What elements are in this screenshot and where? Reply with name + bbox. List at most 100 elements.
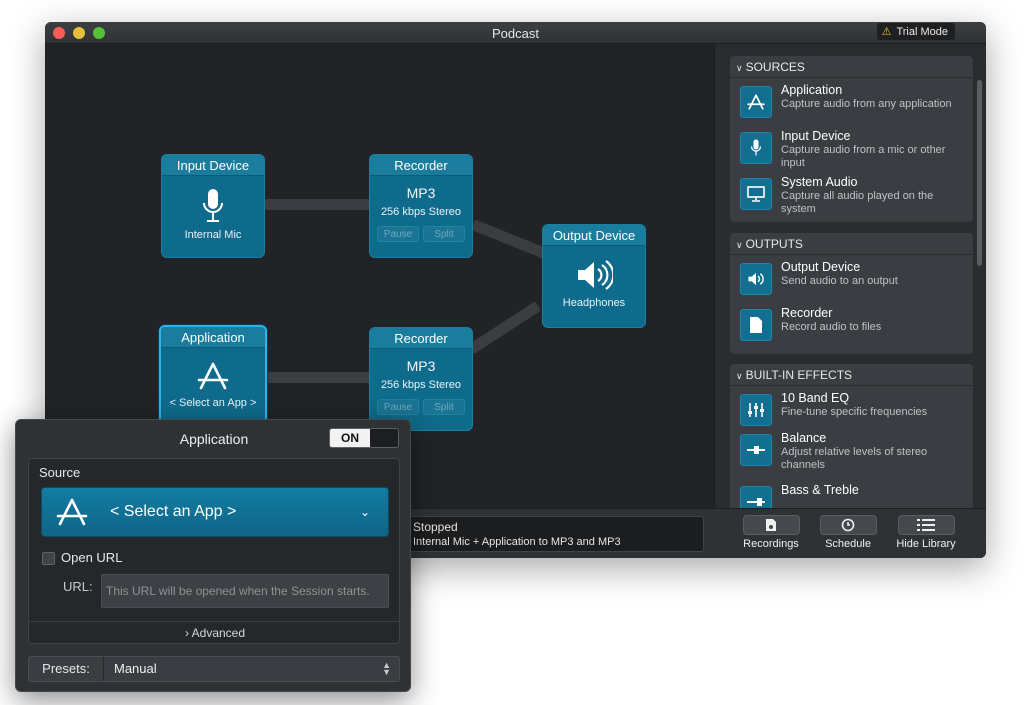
close-window-button[interactable] bbox=[53, 27, 65, 39]
item-title: Balance bbox=[781, 431, 827, 445]
recorder-node-top[interactable]: Recorder MP3 256 kbps Stereo Pause Split bbox=[369, 154, 473, 258]
split-button[interactable]: Split bbox=[423, 226, 465, 242]
section-title: SOURCES bbox=[745, 60, 805, 74]
equalizer-icon bbox=[740, 394, 772, 426]
recorder-format: MP3 bbox=[406, 185, 436, 201]
source-group: Source < Select an App > ⌄ Open URL URL:… bbox=[28, 458, 400, 644]
balance-slider-icon bbox=[740, 434, 772, 466]
list-icon bbox=[897, 515, 955, 535]
item-desc: Adjust relative levels of stereo channel… bbox=[781, 446, 928, 471]
split-button[interactable]: Split bbox=[423, 399, 465, 415]
schedule-label: Schedule bbox=[825, 538, 871, 550]
minimize-window-button[interactable] bbox=[73, 27, 85, 39]
chevron-right-icon: › bbox=[184, 626, 189, 640]
library-item-output-device[interactable]: Output Device Send audio to an output bbox=[730, 255, 973, 301]
clock-icon bbox=[819, 515, 877, 535]
chevron-down-icon: ⌄ bbox=[359, 505, 370, 519]
recorder-format: MP3 bbox=[406, 358, 436, 374]
url-input[interactable]: This URL will be opened when the Session… bbox=[101, 574, 389, 608]
warning-icon: ⚠ bbox=[881, 26, 892, 38]
main-window: Podcast ⚠ Trial Mode Input Device Intern… bbox=[45, 22, 986, 558]
monitor-icon bbox=[740, 178, 772, 210]
advanced-label: Advanced bbox=[191, 626, 246, 640]
wire-recorder2-to-output bbox=[468, 301, 542, 355]
document-icon bbox=[740, 309, 772, 341]
library-item-bass-treble[interactable]: Bass & Treble bbox=[730, 478, 973, 508]
node-title: Output Device bbox=[543, 225, 645, 246]
item-title: Application bbox=[781, 83, 843, 97]
application-popover: Application ON Source < Select an App > … bbox=[15, 419, 411, 692]
application-node[interactable]: Application < Select an App > bbox=[159, 325, 267, 433]
microphone-icon bbox=[740, 132, 772, 164]
recordings-label: Recordings bbox=[743, 538, 799, 550]
library-scrollbar[interactable] bbox=[977, 80, 982, 266]
recordings-button[interactable]: Recordings bbox=[739, 515, 803, 550]
schedule-button[interactable]: Schedule bbox=[816, 515, 880, 550]
on-off-toggle[interactable]: ON bbox=[329, 428, 399, 448]
node-title: Recorder bbox=[370, 328, 472, 349]
open-url-label[interactable]: Open URL bbox=[61, 550, 123, 565]
output-device-node[interactable]: Output Device Headphones bbox=[542, 224, 646, 328]
library-item-input-device[interactable]: Input Device Capture audio from a mic or… bbox=[730, 124, 973, 170]
item-title: 10 Band EQ bbox=[781, 391, 850, 405]
wire-recorder-to-output bbox=[470, 219, 548, 259]
status-bar: Stopped Internal Mic + Application to MP… bbox=[45, 508, 986, 558]
zoom-window-button[interactable] bbox=[93, 27, 105, 39]
hide-library-label: Hide Library bbox=[896, 538, 956, 550]
recorder-node-bottom[interactable]: Recorder MP3 256 kbps Stereo Pause Split bbox=[369, 327, 473, 431]
outputs-header[interactable]: ∨OUTPUTS bbox=[730, 233, 973, 255]
presets-select[interactable]: Presets: Manual ▲▼ bbox=[28, 656, 400, 682]
built-in-effects-section: ∨BUILT-IN EFFECTS 10 Band EQ Fine-tune s… bbox=[730, 364, 973, 508]
wire-app-to-recorder bbox=[267, 372, 371, 383]
chevron-down-icon: ∨ bbox=[736, 371, 743, 381]
item-desc: Fine-tune specific frequencies bbox=[781, 406, 928, 418]
hide-library-button[interactable]: Hide Library bbox=[894, 515, 958, 550]
pause-button[interactable]: Pause bbox=[377, 226, 419, 242]
chevron-down-icon: ∨ bbox=[736, 240, 743, 250]
advanced-disclosure[interactable]: › Advanced bbox=[29, 626, 401, 640]
status-detail: Internal Mic + Application to MP3 and MP… bbox=[413, 536, 621, 548]
popover-title: Application bbox=[179, 431, 249, 447]
node-label: < Select an App > bbox=[169, 397, 257, 409]
presets-value: Manual bbox=[114, 661, 157, 676]
node-label: Internal Mic bbox=[184, 229, 242, 241]
node-title: Application bbox=[161, 327, 265, 348]
app-select-dropdown[interactable]: < Select an App > ⌄ bbox=[41, 487, 389, 537]
library-panel: ∨SOURCES Application Capture audio from … bbox=[714, 44, 986, 508]
microphone-icon bbox=[162, 176, 264, 229]
source-label: Source bbox=[39, 465, 81, 480]
pause-button[interactable]: Pause bbox=[377, 399, 419, 415]
node-title: Recorder bbox=[370, 155, 472, 176]
section-title: OUTPUTS bbox=[745, 237, 803, 251]
app-store-icon bbox=[56, 498, 88, 528]
input-device-node[interactable]: Input Device Internal Mic bbox=[161, 154, 265, 258]
item-desc: Capture audio from any application bbox=[781, 98, 952, 110]
speaker-icon bbox=[740, 263, 772, 295]
item-desc: Send audio to an output bbox=[781, 275, 898, 287]
item-title: Output Device bbox=[781, 260, 861, 274]
item-desc: Capture all audio played on the system bbox=[781, 190, 934, 215]
trial-mode-badge[interactable]: ⚠ Trial Mode bbox=[876, 23, 955, 40]
wire-input-to-recorder bbox=[265, 199, 371, 210]
recordings-icon bbox=[742, 515, 800, 535]
presets-label: Presets: bbox=[29, 657, 104, 681]
section-title: BUILT-IN EFFECTS bbox=[745, 368, 853, 382]
sources-header[interactable]: ∨SOURCES bbox=[730, 56, 973, 78]
chevron-down-icon: ∨ bbox=[736, 63, 743, 73]
window-title: Podcast bbox=[492, 26, 539, 41]
library-item-application[interactable]: Application Capture audio from any appli… bbox=[730, 78, 973, 124]
library-item-system-audio[interactable]: System Audio Capture all audio played on… bbox=[730, 170, 973, 216]
open-url-checkbox[interactable] bbox=[42, 552, 55, 565]
library-item-balance[interactable]: Balance Adjust relative levels of stereo… bbox=[730, 426, 973, 478]
title-bar: Podcast ⚠ Trial Mode bbox=[45, 22, 986, 44]
recorder-bitrate: 256 kbps Stereo bbox=[380, 206, 462, 218]
effects-header[interactable]: ∨BUILT-IN EFFECTS bbox=[730, 364, 973, 386]
sources-section: ∨SOURCES Application Capture audio from … bbox=[730, 56, 973, 222]
recorder-bitrate: 256 kbps Stereo bbox=[380, 379, 462, 391]
library-item-recorder[interactable]: Recorder Record audio to files bbox=[730, 301, 973, 347]
library-item-10-band-eq[interactable]: 10 Band EQ Fine-tune specific frequencie… bbox=[730, 386, 973, 426]
status-display: Stopped Internal Mic + Application to MP… bbox=[406, 516, 704, 552]
up-down-arrows-icon: ▲▼ bbox=[382, 660, 391, 677]
item-title: Bass & Treble bbox=[781, 483, 859, 497]
app-select-value: < Select an App > bbox=[110, 503, 237, 520]
